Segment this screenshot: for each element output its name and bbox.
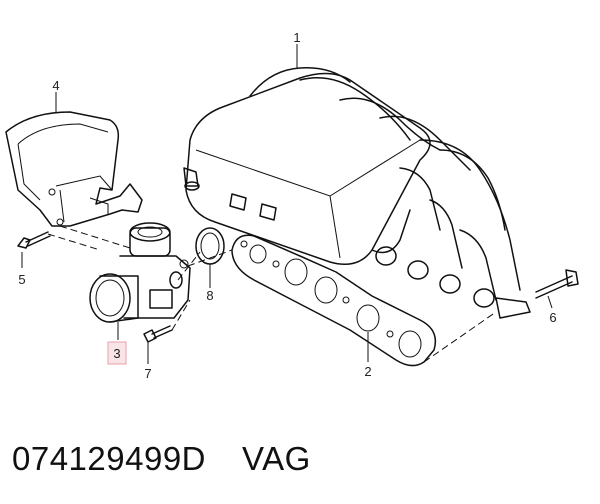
bolt-5-drawing: [17, 231, 51, 249]
caption: 074129499D VAG: [12, 440, 311, 478]
highlight-box: [107, 341, 127, 365]
part-number: 074129499D: [12, 440, 207, 477]
bolt-6-drawing: [535, 269, 579, 299]
heat-shield-drawing: [5, 111, 143, 227]
valve-drawing: [89, 222, 191, 323]
callout-6: 6: [549, 310, 556, 325]
gasket-drawing: [231, 234, 437, 367]
callout-5: 5: [18, 272, 25, 287]
intake-manifold-drawing: [183, 67, 531, 319]
brand-label: VAG: [242, 440, 311, 477]
callout-2: 2: [364, 364, 371, 379]
callout-1: 1: [293, 30, 300, 45]
parts-diagram: 1 2 3 4 5 6 7 8: [5, 30, 579, 381]
callout-4: 4: [52, 78, 59, 93]
callout-7: 7: [144, 366, 151, 381]
callout-8: 8: [206, 288, 213, 303]
callout-3: 3: [113, 346, 120, 361]
bolt-7-drawing: [143, 325, 173, 343]
